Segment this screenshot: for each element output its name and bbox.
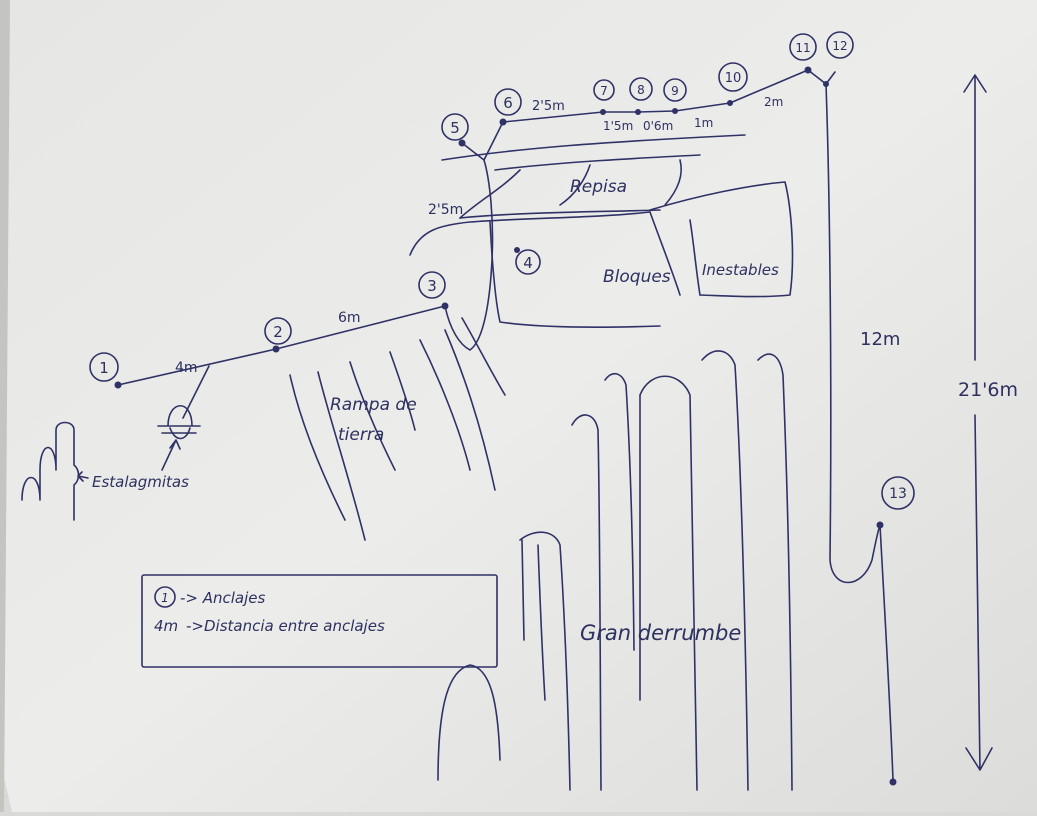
legend-distance-text: ->Distancia entre anclajes (186, 617, 385, 635)
anchor-label-8: 8 (637, 83, 645, 97)
legend-anchor-symbol: 1 (161, 591, 169, 605)
label-repisa: Repisa (570, 177, 627, 197)
distance-10-11: 2m (764, 95, 783, 109)
anchor-label-7: 7 (600, 84, 608, 98)
label-estalagmitas: Estalagmitas (92, 473, 189, 491)
distance-7-8: 1'5m (603, 119, 633, 133)
anchor-label-1: 1 (99, 359, 109, 377)
distance-1-2: 4m (175, 360, 198, 376)
legend-anchor-text: -> Anclajes (180, 589, 266, 607)
anchor-label-9: 9 (671, 84, 679, 98)
label-rampa-2: tierra (338, 425, 384, 445)
anchor-label-6: 6 (503, 94, 513, 112)
distance-9-10: 1m (694, 116, 713, 130)
anchor-label-4: 4 (523, 254, 533, 272)
total-distance: 21'6m (958, 379, 1018, 401)
anchor-label-10: 10 (725, 71, 742, 86)
anchor-label-5: 5 (450, 119, 460, 137)
label-gran-derrumbe: Gran derrumbe (580, 621, 741, 645)
label-rampa-1: Rampa de (330, 395, 417, 415)
distance-6-7: 2'5m (532, 99, 565, 114)
distance-3-5: 2'5m (428, 202, 463, 218)
label-inestables: Inestables (702, 261, 779, 279)
anchor-label-2: 2 (273, 323, 283, 341)
anchor-label-13: 13 (889, 486, 907, 502)
distance-2-3: 6m (338, 310, 361, 326)
distance-12-13: 12m (860, 329, 900, 350)
anchor-label-11: 11 (795, 41, 810, 55)
distance-8-9: 0'6m (643, 119, 673, 133)
anchor-label-12: 12 (832, 39, 847, 53)
anchor-label-3: 3 (427, 277, 437, 295)
legend-distance-symbol: 4m (154, 617, 178, 635)
label-bloques: Bloques (603, 267, 671, 287)
